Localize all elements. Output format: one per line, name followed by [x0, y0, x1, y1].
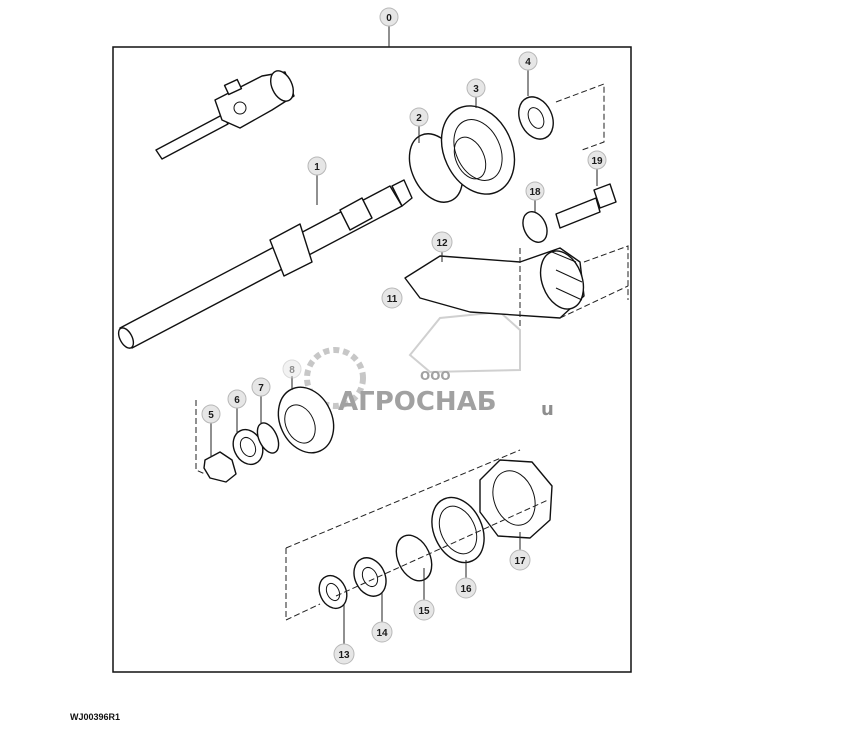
shaft-part [117, 179, 413, 349]
svg-text:5: 5 [208, 410, 214, 421]
callout-0: 0 [379, 7, 399, 27]
svg-text:6: 6 [234, 395, 240, 406]
lock-washer-part-4 [518, 96, 554, 140]
leaders [210, 68, 598, 646]
svg-text:14: 14 [376, 628, 388, 639]
svg-text:19: 19 [591, 156, 603, 167]
callout-6: 6 [227, 389, 247, 409]
lock-washer-part-14 [353, 557, 387, 597]
svg-text:16: 16 [460, 584, 472, 595]
callout-11: 11 [381, 287, 403, 309]
callout-14: 14 [371, 621, 393, 643]
callout-15: 15 [413, 599, 435, 621]
callout-2: 2 [409, 107, 429, 127]
svg-text:4: 4 [525, 57, 531, 68]
watermark-prefix: ООО [420, 369, 451, 383]
svg-text:3: 3 [473, 84, 479, 95]
svg-text:15: 15 [418, 606, 430, 617]
callout-3: 3 [466, 78, 486, 98]
snap-ring-part-15 [395, 534, 433, 582]
svg-text:2: 2 [416, 113, 422, 124]
lock-washer-part-13 [318, 574, 348, 610]
watermark-harvester-icon [408, 310, 521, 374]
spool-assembly-part [155, 70, 295, 160]
svg-text:7: 7 [258, 383, 264, 394]
callouts: 0 1 2 3 4 5 6 7 8 12 11 13 14 15 16 17 1… [201, 7, 607, 665]
tab-washer-part-5 [203, 451, 237, 483]
svg-text:0: 0 [386, 13, 392, 24]
watermark-name: АГРОСНАБ [338, 387, 497, 417]
callout-16: 16 [455, 577, 477, 599]
callout-19: 19 [587, 150, 607, 170]
svg-text:1: 1 [314, 162, 320, 173]
svg-text:12: 12 [436, 238, 448, 249]
callout-7: 7 [251, 377, 271, 397]
svg-text:8: 8 [289, 365, 295, 376]
diagram-frame [112, 46, 632, 673]
callout-17: 17 [509, 549, 531, 571]
callout-13: 13 [333, 643, 355, 665]
callout-18: 18 [525, 181, 545, 201]
bolt-part-19 [555, 183, 617, 229]
svg-text:13: 13 [338, 650, 350, 661]
housing-part-12 [404, 247, 585, 319]
callout-1: 1 [307, 156, 327, 176]
watermark-gear-icon [304, 347, 366, 409]
hex-nut-part-17 [479, 459, 553, 539]
callout-12: 12 [431, 231, 453, 253]
figure-code: WJ00396R1 [70, 712, 121, 722]
assembly-lines [195, 83, 629, 621]
svg-text:17: 17 [514, 556, 526, 567]
callout-5: 5 [201, 404, 221, 424]
washer-part-18 [522, 211, 548, 243]
callout-4: 4 [518, 51, 538, 71]
svg-text:11: 11 [387, 294, 398, 305]
watermark-suffix: u [541, 399, 554, 420]
bushing-part-3 [440, 105, 516, 195]
svg-text:18: 18 [529, 187, 541, 198]
callout-8: 8 [282, 359, 302, 379]
